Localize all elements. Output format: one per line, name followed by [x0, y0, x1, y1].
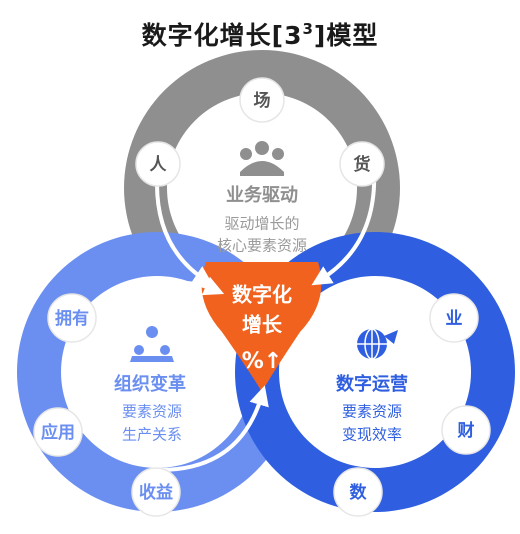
center-line-2: 增长 — [242, 313, 283, 337]
people-group-icon — [240, 141, 284, 176]
node-label: 业 — [446, 309, 463, 329]
node-business-2: 场 — [239, 77, 285, 123]
org-network-icon — [130, 326, 174, 362]
globe-arrow-icon — [357, 328, 398, 360]
node-label: 财 — [457, 420, 475, 441]
center-triangle — [201, 262, 322, 392]
title-end: ]模型 — [313, 21, 379, 50]
operation-desc-1: 要素资源 — [342, 403, 402, 421]
node-label: 应用 — [41, 422, 75, 443]
business-desc-1: 驱动增长的 — [224, 215, 299, 233]
title-main: 数字化增长[3 — [141, 21, 303, 50]
page-title: 数字化增长[33]模型 — [0, 16, 520, 52]
node-label: 场 — [254, 91, 271, 111]
title-superscript: 3 — [302, 20, 314, 38]
node-op-3: 数 — [333, 467, 383, 517]
center-line-3: %↑ — [242, 349, 282, 374]
organization-desc-1: 要素资源 — [122, 403, 182, 421]
node-business-3: 货 — [339, 141, 385, 187]
organization-desc-2: 生产关系 — [122, 426, 182, 444]
node-label: 货 — [354, 154, 371, 175]
business-title: 业务驱动 — [226, 184, 298, 206]
operation-title: 数字运营 — [336, 373, 408, 395]
node-op-2: 财 — [441, 405, 491, 455]
node-business-1: 人 — [135, 141, 181, 187]
operation-desc-2: 变现效率 — [342, 426, 402, 444]
node-label: 拥有 — [55, 308, 89, 329]
organization-title: 组织变革 — [114, 373, 186, 395]
node-label: 收益 — [139, 482, 173, 503]
node-org-2: 应用 — [33, 407, 83, 457]
center-line-1: 数字化 — [232, 283, 292, 307]
node-label: 数 — [350, 482, 368, 503]
node-org-3: 收益 — [131, 467, 181, 517]
node-label: 人 — [150, 155, 168, 175]
business-desc-2: 核心要素资源 — [217, 237, 307, 255]
node-org-1: 拥有 — [47, 293, 97, 343]
node-op-1: 业 — [429, 293, 479, 343]
